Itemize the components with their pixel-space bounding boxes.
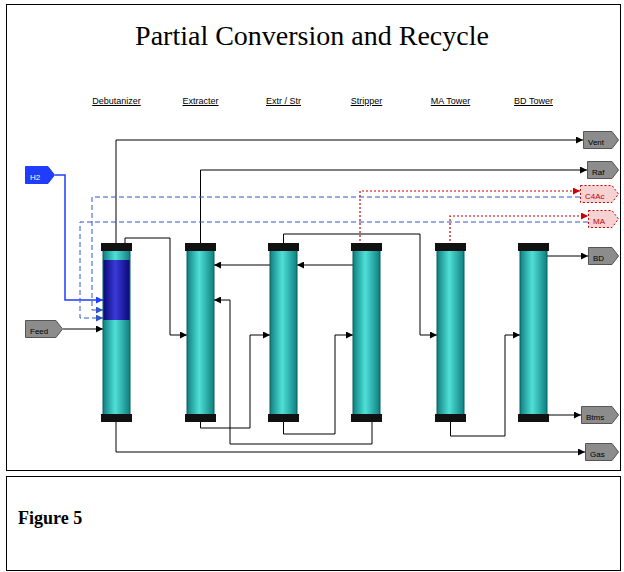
stream-label: Vent xyxy=(583,134,604,152)
diagram-title: Partial Conversion and Recycle xyxy=(0,20,624,52)
distillation-column: Extracter xyxy=(187,245,214,420)
process-stream xyxy=(80,222,588,318)
stream-label: BD xyxy=(588,250,604,268)
process-stream xyxy=(63,329,103,330)
distillation-column: Debutanizer xyxy=(103,245,130,420)
process-stream xyxy=(547,415,581,416)
column-shell xyxy=(103,245,130,420)
distillation-column: Extr / Str xyxy=(270,245,297,420)
stream-tag: Raf xyxy=(587,161,619,179)
process-stream xyxy=(116,140,583,245)
column-cap xyxy=(435,243,466,251)
stream-tag: Gas xyxy=(585,443,619,461)
process-stream xyxy=(55,175,103,300)
stream-tag: Btms xyxy=(581,406,619,424)
stream-tag: Feed xyxy=(25,320,63,338)
column-cap xyxy=(518,243,549,251)
figure-caption: Figure 5 xyxy=(18,508,82,529)
stream-tag: BD xyxy=(588,247,619,265)
stream-label: H2 xyxy=(25,169,40,187)
column-vessel xyxy=(270,245,297,420)
caption-border xyxy=(7,477,621,571)
column-vessel xyxy=(103,245,130,420)
column-cap xyxy=(101,414,132,422)
stream-label: Btms xyxy=(581,409,604,427)
process-stream xyxy=(125,238,187,335)
column-cap xyxy=(185,414,216,422)
process-stream xyxy=(92,197,580,310)
process-stream xyxy=(297,265,353,266)
column-cap xyxy=(101,243,132,251)
column-cap xyxy=(268,414,299,422)
stream-label: C4Ac xyxy=(580,188,605,206)
column-heading: MA Tower xyxy=(431,96,470,106)
reactor-section xyxy=(104,260,130,320)
column-cap xyxy=(435,414,466,422)
process-stream xyxy=(116,420,585,452)
distillation-column: Stripper xyxy=(353,245,380,420)
stream-label: Raf xyxy=(587,164,604,182)
column-cap xyxy=(351,243,382,251)
stream-tag: C4Ac xyxy=(580,185,619,203)
column-vessel xyxy=(437,245,464,420)
stream-tag: H2 xyxy=(25,166,55,184)
process-stream xyxy=(360,191,580,245)
process-stream xyxy=(450,216,588,245)
column-cap xyxy=(185,243,216,251)
column-heading: Extr / Str xyxy=(266,96,301,106)
process-stream xyxy=(547,256,588,257)
column-cap xyxy=(351,414,382,422)
stream-tag: Vent xyxy=(583,131,619,149)
column-cap xyxy=(268,243,299,251)
column-shell xyxy=(520,245,547,420)
column-heading: Debutanizer xyxy=(92,96,141,106)
stream-label: Feed xyxy=(25,323,48,341)
stream-label: MA xyxy=(588,213,605,231)
column-cap xyxy=(518,414,549,422)
column-shell xyxy=(437,245,464,420)
distillation-column: BD Tower xyxy=(520,245,547,420)
distillation-column: MA Tower xyxy=(437,245,464,420)
column-shell xyxy=(187,245,214,420)
column-shell xyxy=(270,245,297,420)
figure-border xyxy=(7,5,621,471)
stream-tag: MA xyxy=(588,210,619,228)
column-vessel xyxy=(520,245,547,420)
column-vessel xyxy=(187,245,214,420)
column-vessel xyxy=(353,245,380,420)
column-heading: Stripper xyxy=(351,96,383,106)
column-heading: Extracter xyxy=(182,96,218,106)
stream-label: Gas xyxy=(585,446,605,464)
column-heading: BD Tower xyxy=(514,96,553,106)
column-shell xyxy=(353,245,380,420)
process-stream xyxy=(214,265,270,266)
